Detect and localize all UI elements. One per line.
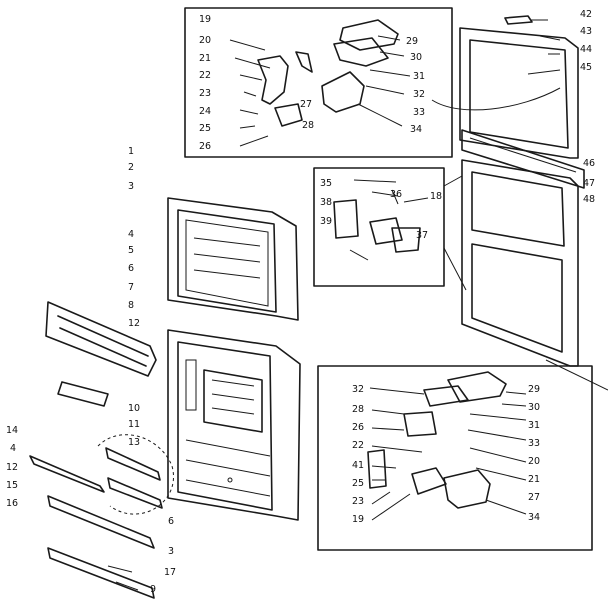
label-34b: 34 [528,512,540,523]
label-10: 10 [128,403,140,414]
label-26: 26 [199,141,211,152]
label-7: 7 [128,282,134,293]
middle-hinge-inset [313,167,467,291]
label-20b: 20 [528,456,540,467]
label-25b: 25 [352,478,364,489]
label-32: 32 [413,89,425,100]
label-6b: 6 [168,516,174,527]
label-48: 48 [583,194,595,205]
label-36: 36 [390,189,402,200]
label-3: 3 [128,181,134,192]
label-32b: 32 [352,384,364,395]
label-33b: 33 [528,438,540,449]
label-4: 4 [128,229,134,240]
label-8: 8 [128,300,134,311]
label-24: 24 [199,106,211,117]
label-17: 17 [164,567,176,578]
freezer-door-left [167,197,299,321]
labels-middle-inset: 35 36 18 38 39 37 [320,178,442,241]
label-19: 19 [199,14,211,25]
label-39: 39 [320,216,332,227]
label-33: 33 [413,107,425,118]
label-12b: 12 [6,462,18,473]
label-6: 6 [128,263,134,274]
labels-top-right: 42 43 44 45 46 47 48 [580,9,595,205]
label-9: 9 [150,584,156,595]
door-shelves [29,301,174,599]
fresh-food-door-left [167,329,301,521]
label-37: 37 [416,230,428,241]
label-45: 45 [580,62,592,73]
label-1: 1 [128,146,134,157]
label-4b: 4 [10,443,16,454]
label-31: 31 [413,71,425,82]
freezer-door-right [431,15,585,189]
label-2: 2 [128,162,134,173]
labels-left: 1 2 3 4 5 6 7 8 12 10 11 13 14 4 12 15 1… [6,146,176,595]
label-41: 41 [352,460,364,471]
label-44: 44 [580,44,592,55]
label-34: 34 [410,124,422,135]
label-26b: 26 [352,422,364,433]
label-22: 22 [199,70,211,81]
label-27: 27 [300,99,312,110]
bottom-hinge-inset [317,365,593,551]
label-28: 28 [302,120,314,131]
label-18: 18 [430,191,442,202]
label-15: 15 [6,480,18,491]
label-25: 25 [199,123,211,134]
label-5: 5 [128,245,134,256]
label-3b: 3 [168,546,174,557]
labels-bottom-inset: 32 29 28 30 26 31 33 22 20 41 21 25 27 2… [352,384,540,525]
label-22b: 22 [352,440,364,451]
label-20: 20 [199,35,211,46]
label-47: 47 [583,178,595,189]
label-46: 46 [583,158,595,169]
labels-top-inset: 19 20 21 22 23 24 25 26 27 28 29 30 31 3… [199,14,425,152]
label-35: 35 [320,178,332,189]
label-23: 23 [199,88,211,99]
label-21: 21 [199,53,211,64]
label-14: 14 [6,425,18,436]
label-27b: 27 [528,492,540,503]
label-38: 38 [320,197,332,208]
label-29: 29 [406,36,418,47]
top-hinge-inset [184,7,453,158]
label-43: 43 [580,26,592,37]
label-31b: 31 [528,420,540,431]
label-19b: 19 [352,514,364,525]
label-11: 11 [128,419,140,430]
label-29b: 29 [528,384,540,395]
label-21b: 21 [528,474,540,485]
label-28b: 28 [352,404,364,415]
label-12: 12 [128,318,140,329]
label-42: 42 [580,9,592,20]
label-16: 16 [6,498,18,509]
label-23b: 23 [352,496,364,507]
label-30: 30 [410,52,422,63]
label-30b: 30 [528,402,540,413]
label-13: 13 [128,437,140,448]
